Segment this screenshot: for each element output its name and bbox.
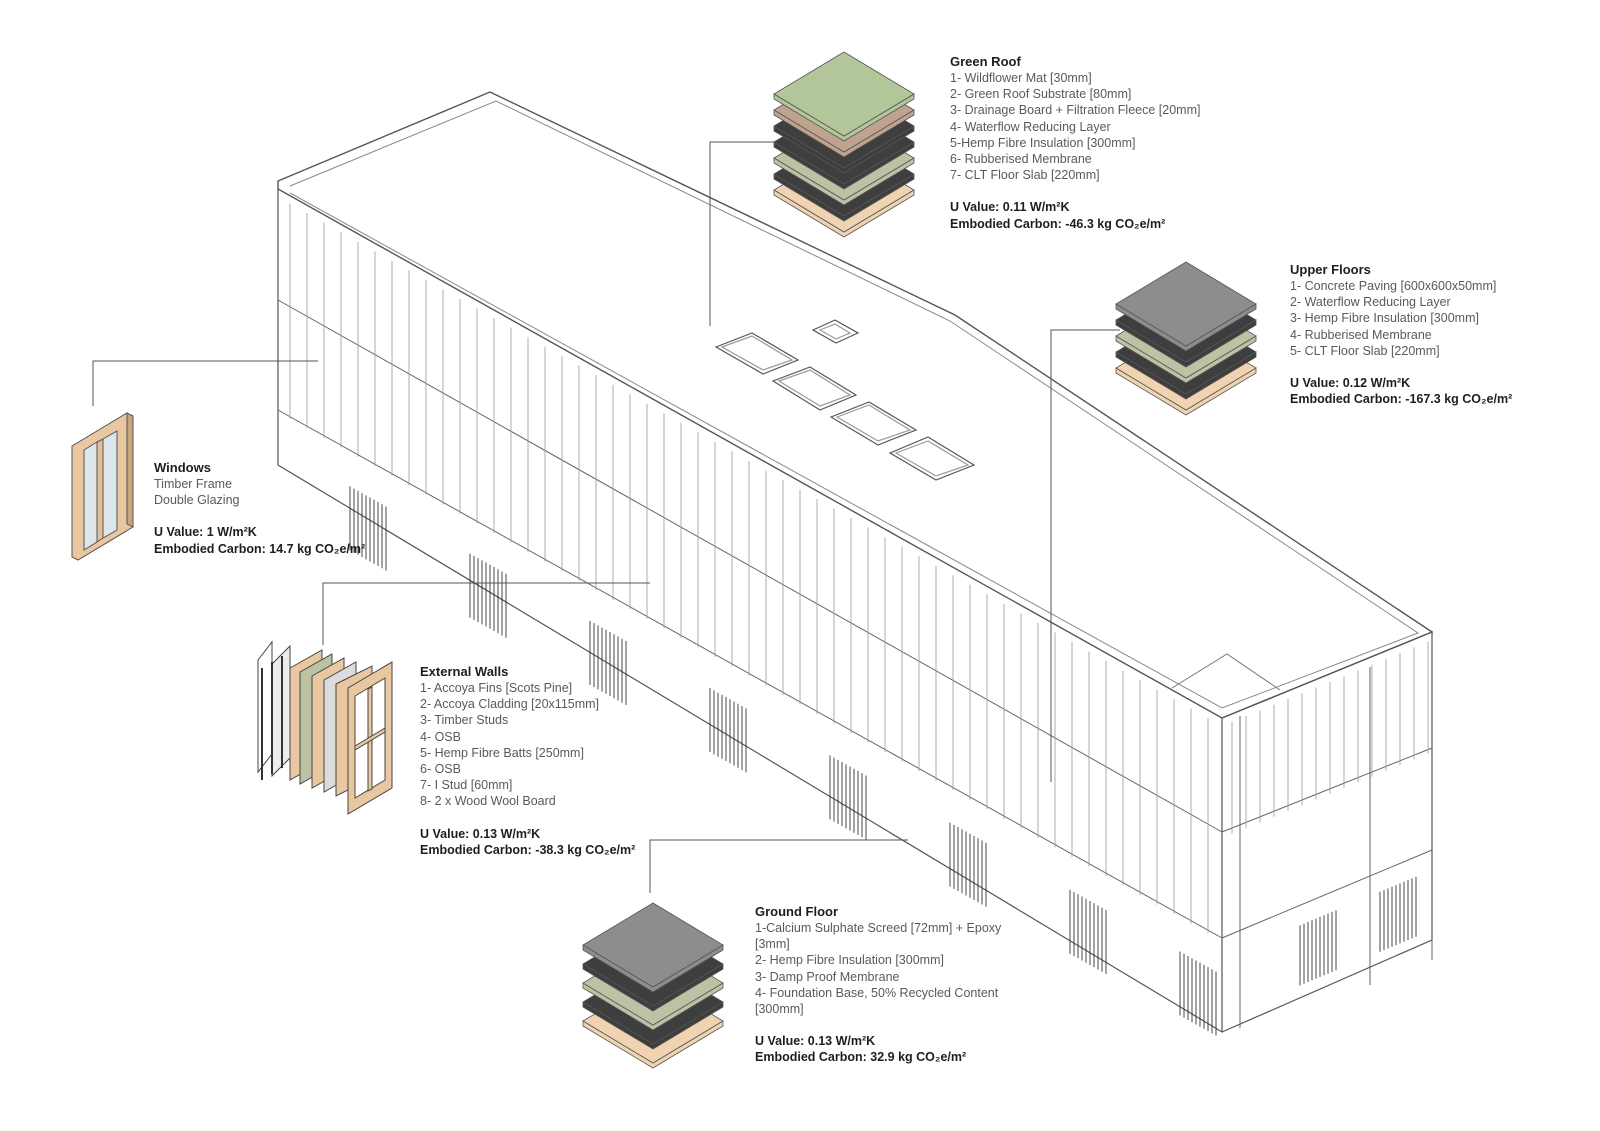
list-item: 3- Hemp Fibre Insulation [300mm] — [1290, 311, 1479, 326]
end-facade-outline — [1221, 631, 1433, 1033]
upper-floors-layer-stack — [1115, 261, 1257, 416]
upper-floors-u-value: U Value: 0.12 W/m²K — [1290, 376, 1411, 391]
list-item: 1- Concrete Paving [600x600x50mm] — [1290, 279, 1497, 293]
ground-floor-embodied-carbon: Embodied Carbon: 32.9 kg CO₂e/m² — [755, 1050, 967, 1065]
list-item: 1- Wildflower Mat [30mm] — [950, 71, 1092, 85]
roof-parapet — [289, 100, 1420, 709]
list-item: 6- OSB — [420, 762, 461, 777]
list-item: 3- Damp Proof Membrane — [755, 969, 900, 984]
list-item: 7- I Stud [60mm] — [420, 778, 513, 793]
list-item: 1-Calcium Sulphate Screed [72mm] + Epoxy… — [755, 921, 1002, 952]
ground-floor-slats — [349, 486, 1417, 1036]
leader-external-walls — [322, 582, 650, 645]
list-item: 5-Hemp Fibre Insulation [300mm] — [950, 135, 1136, 150]
list-item: 2- Green Roof Substrate [80mm] — [950, 87, 1132, 102]
window-element-drawing — [71, 412, 134, 561]
windows-glazing-label: Double Glazing — [154, 493, 240, 508]
windows-u-value: U Value: 1 W/m²K — [154, 525, 257, 540]
external-walls-callout: External Walls 1- Accoya Fins [Scots Pin… — [420, 664, 635, 858]
external-walls-title: External Walls — [420, 664, 509, 679]
green-roof-layers: 1- Wildflower Mat [30mm] 2- Green Roof S… — [950, 70, 1200, 183]
leader-upper-floors — [1050, 329, 1120, 782]
leader-lines — [92, 141, 1120, 893]
list-item: 7- CLT Floor Slab [220mm] — [950, 168, 1100, 183]
green-roof-callout: Green Roof 1- Wildflower Mat [30mm] 2- G… — [950, 54, 1200, 232]
windows-frame-label: Timber Frame — [154, 477, 233, 491]
list-item: 4- Rubberised Membrane — [1290, 327, 1432, 342]
upper-floors-layers: 1- Concrete Paving [600x600x50mm] 2- Wat… — [1290, 278, 1512, 359]
upper-floors-callout: Upper Floors 1- Concrete Paving [600x600… — [1290, 262, 1512, 407]
leader-ground-floor — [649, 839, 908, 893]
green-roof-embodied-carbon: Embodied Carbon: -46.3 kg CO₂e/m² — [950, 216, 1166, 231]
list-item: 6- Rubberised Membrane — [950, 152, 1092, 167]
layer-slab — [1115, 261, 1257, 347]
list-item: 4- Waterflow Reducing Layer — [950, 119, 1111, 134]
green-roof-u-value: U Value: 0.11 W/m²K — [950, 200, 1070, 215]
list-item: 4- OSB — [420, 729, 461, 744]
green-roof-layer-stack — [773, 51, 915, 238]
external-walls-layers: 1- Accoya Fins [Scots Pine] 2- Accoya Cl… — [420, 680, 635, 810]
ground-floor-layers: 1-Calcium Sulphate Screed [72mm] + Epoxy… — [755, 920, 1020, 1017]
upper-floors-title: Upper Floors — [1290, 262, 1371, 277]
windows-embodied-carbon: Embodied Carbon: 14.7 kg CO₂e/m² — [154, 541, 366, 556]
ground-floor-u-value: U Value: 0.13 W/m²K — [755, 1034, 876, 1049]
external-walls-embodied-carbon: Embodied Carbon: -38.3 kg CO₂e/m² — [420, 842, 636, 857]
building-massing — [277, 91, 1434, 1036]
floor-lines — [277, 299, 1433, 939]
list-item: 2- Waterflow Reducing Layer — [1290, 295, 1451, 310]
list-item: 2- Accoya Cladding [20x115mm] — [420, 697, 600, 712]
list-item: 3- Drainage Board + Filtration Fleece [2… — [950, 103, 1201, 118]
leader-windows — [92, 360, 318, 406]
wall-layer-panel — [257, 640, 273, 774]
windows-callout: Windows Timber Frame Double Glazing U Va… — [154, 460, 365, 557]
list-item: 4- Foundation Base, 50% Recycled Content… — [755, 985, 999, 1017]
ground-floor-callout: Ground Floor 1-Calcium Sulphate Screed [… — [755, 904, 1020, 1066]
list-item: 1- Accoya Fins [Scots Pine] — [420, 681, 573, 695]
rooftop-plant — [1171, 653, 1281, 691]
leader-green-roof — [709, 141, 779, 326]
layer-slab — [773, 51, 915, 137]
layer-slab — [582, 902, 724, 988]
ground-floor-title: Ground Floor — [755, 904, 839, 919]
windows-title: Windows — [154, 460, 211, 475]
list-item: 8- 2 x Wood Wool Board — [420, 794, 556, 809]
end-columns — [1239, 667, 1433, 1028]
front-facade-outline — [277, 189, 1223, 1034]
green-roof-title: Green Roof — [950, 54, 1021, 69]
list-item: 5- CLT Floor Slab [220mm] — [1290, 343, 1440, 358]
external-wall-layer-drawing — [257, 640, 393, 815]
list-item: 2- Hemp Fibre Insulation [300mm] — [755, 953, 944, 968]
ground-floor-layer-stack — [582, 902, 724, 1069]
list-item: 5- Hemp Fibre Batts [250mm] — [420, 745, 584, 760]
facade-mullions — [289, 203, 1429, 934]
noggin — [354, 727, 386, 751]
rooflights — [714, 319, 976, 481]
external-walls-u-value: U Value: 0.13 W/m²K — [420, 826, 541, 841]
list-item: 3- Timber Studs — [420, 713, 509, 728]
upper-floors-embodied-carbon: Embodied Carbon: -167.3 kg CO₂e/m² — [1290, 392, 1513, 407]
